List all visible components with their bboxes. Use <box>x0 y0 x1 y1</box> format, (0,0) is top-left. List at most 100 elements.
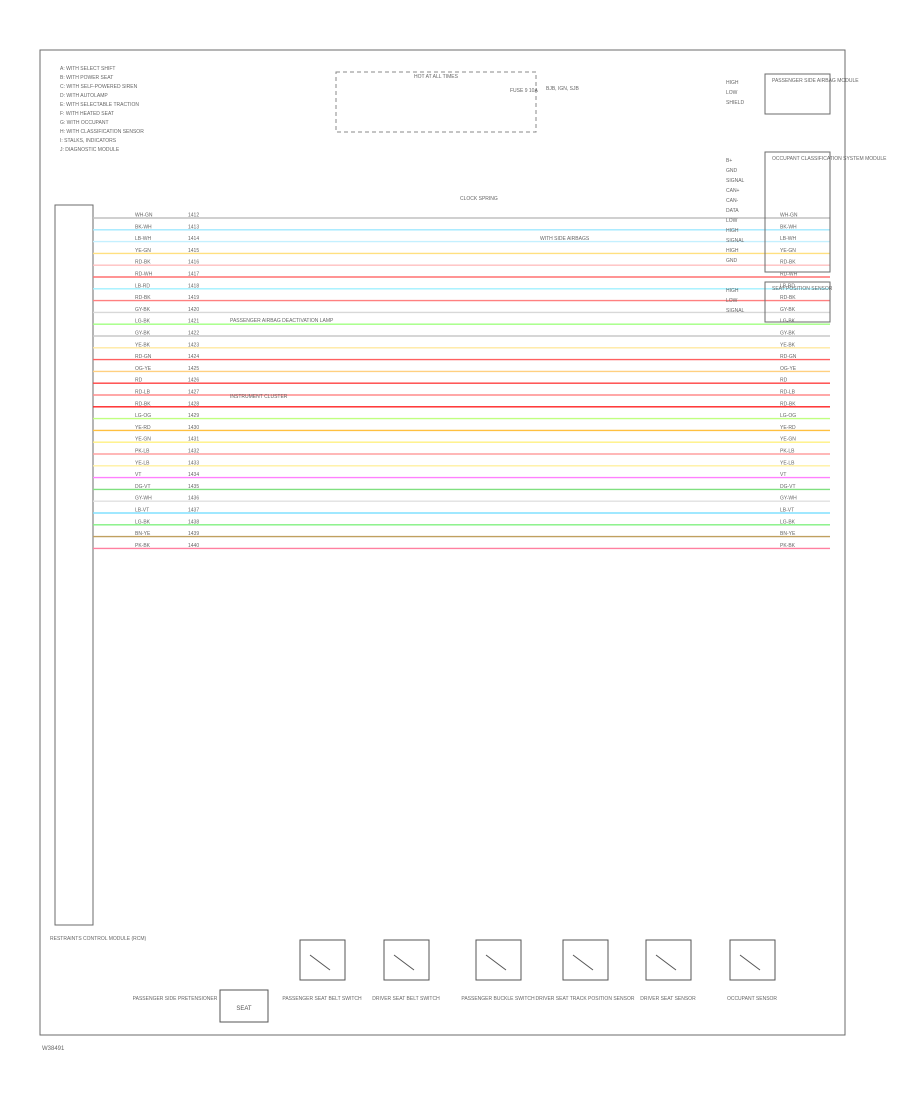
wire-color-label: LB-RD <box>135 283 150 289</box>
wire-circuit-number: 1427 <box>188 390 199 396</box>
wire-circuit-number: 1425 <box>188 366 199 372</box>
wire-color-label: OG-YE <box>135 366 152 372</box>
wire-color-label: DG-VT <box>135 484 151 490</box>
wire-circuit-number: 1434 <box>188 472 199 478</box>
switch-name: PASSENGER SEAT BELT SWITCH <box>282 996 362 1002</box>
wire-color-label-right: PK-LB <box>780 449 795 455</box>
wire-color-label-right: DG-VT <box>780 484 796 490</box>
wire-circuit-number: 1433 <box>188 460 199 466</box>
switch-contact <box>485 954 507 971</box>
wire-color-label: VT <box>135 472 141 478</box>
wire-color-label-right: WH-GN <box>780 213 798 219</box>
wire-color-label-right: LB-VT <box>780 508 794 514</box>
wire-color-label: LG-BK <box>135 519 151 525</box>
wire-color-label: RD-GN <box>135 354 152 360</box>
wire-circuit-number: 1437 <box>188 508 199 514</box>
wire-color-label: RD-BK <box>135 295 151 301</box>
connector-pin: LOW <box>726 218 738 224</box>
wire-color-label-right: RD-BK <box>780 401 796 407</box>
connector-name: PASSENGER SIDE AIRBAG MODULE <box>772 78 859 84</box>
wire-color-label-right: RD-GN <box>780 354 797 360</box>
fuse-label: FUSE 9 10A <box>510 88 538 94</box>
note-line: J: DIAGNOSTIC MODULE <box>60 147 120 153</box>
wire-color-label-right: BK-WH <box>780 224 797 230</box>
note-line: D: WITH AUTOLAMP <box>60 93 108 99</box>
wire-circuit-number: 1413 <box>188 224 199 230</box>
wire-color-label: YE-LB <box>135 460 150 466</box>
connector-name: OCCUPANT CLASSIFICATION SYSTEM MODULE <box>772 156 887 162</box>
switch-name: OCCUPANT SENSOR <box>727 996 777 1002</box>
wire-circuit-number: 1428 <box>188 401 199 407</box>
wire-circuit: DG-VT 1435 DG-VT <box>93 484 830 491</box>
right-connectors: PASSENGER SIDE AIRBAG MODULE HIGH LOW SHIEL… <box>726 73 887 323</box>
wire-color-label-right: LB-WH <box>780 236 797 242</box>
wire-circuit-number: 1431 <box>188 437 199 443</box>
wire-color-label: BN-YE <box>135 531 151 537</box>
wire-color-label-right: YE-GN <box>780 248 796 254</box>
wire-circuit-number: 1421 <box>188 319 199 325</box>
connector-pin: CAN+ <box>726 188 740 194</box>
connector-pin: HIGH <box>726 288 739 294</box>
wire-circuit-number: 1424 <box>188 354 199 360</box>
switch-component: PASSENGER SEAT BELT SWITCH <box>282 939 362 1002</box>
switch-component: DRIVER SEAT TRACK POSITION SENSOR <box>536 939 635 1002</box>
wire-color-label-right: GY-BK <box>780 331 796 337</box>
wire-circuit-number: 1426 <box>188 378 199 384</box>
wire-color-label: PK-LB <box>135 449 150 455</box>
wire-circuit-number: 1418 <box>188 283 199 289</box>
note-line: B: WITH POWER SEAT <box>60 75 113 81</box>
instrument-cluster-label: INSTRUMENT CLUSTER <box>230 394 288 400</box>
wire-color-label-right: YE-RD <box>780 425 796 431</box>
wire-color-label: LG-BK <box>135 319 151 325</box>
seat-resistor-label: SEAT <box>236 1006 252 1012</box>
wire-color-label: WH-GN <box>135 213 153 219</box>
connector-pin: SHIELD <box>726 100 744 106</box>
switch-contact <box>572 954 594 971</box>
connector-pin: SIGNAL <box>726 178 745 184</box>
switch-name: DRIVER SEAT SENSOR <box>640 996 696 1002</box>
wire-color-label-right: LB-RD <box>780 283 795 289</box>
wire-color-label-right: BN-YE <box>780 531 796 537</box>
fuse-panel-note: BJB, IGN, SJB <box>546 86 579 92</box>
connector-pin: HIGH <box>726 228 739 234</box>
wire-color-label-right: RD-LB <box>780 390 796 396</box>
wire-color-label: RD-WH <box>135 272 153 278</box>
wire-color-label-right: GY-BK <box>780 307 796 313</box>
connector-box <box>764 73 831 115</box>
wire-color-label-right: LG-BK <box>780 519 796 525</box>
wire-circuit-number: 1423 <box>188 342 199 348</box>
diagram-frame <box>39 49 846 1036</box>
rcm-module <box>54 204 94 926</box>
connector-group: OCCUPANT CLASSIFICATION SYSTEM MODULEB+G… <box>726 151 887 273</box>
connector-pin: CAN- <box>726 198 739 204</box>
wire-circuit-number: 1435 <box>188 484 199 490</box>
wire-color-label: RD-BK <box>135 260 151 266</box>
switch-housing <box>475 939 522 981</box>
connector-pin: SIGNAL <box>726 238 745 244</box>
fuse-box-title: HOT AT ALL TIMES <box>414 74 459 80</box>
wire-color-label: RD-LB <box>135 390 151 396</box>
wire-color-label-right: RD-BK <box>780 260 796 266</box>
clockspring-label: CLOCK SPRING <box>460 196 498 202</box>
connector-name: SEAT POSITION SENSOR <box>772 286 833 292</box>
switch-housing <box>562 939 609 981</box>
wire-circuit-number: 1430 <box>188 425 199 431</box>
